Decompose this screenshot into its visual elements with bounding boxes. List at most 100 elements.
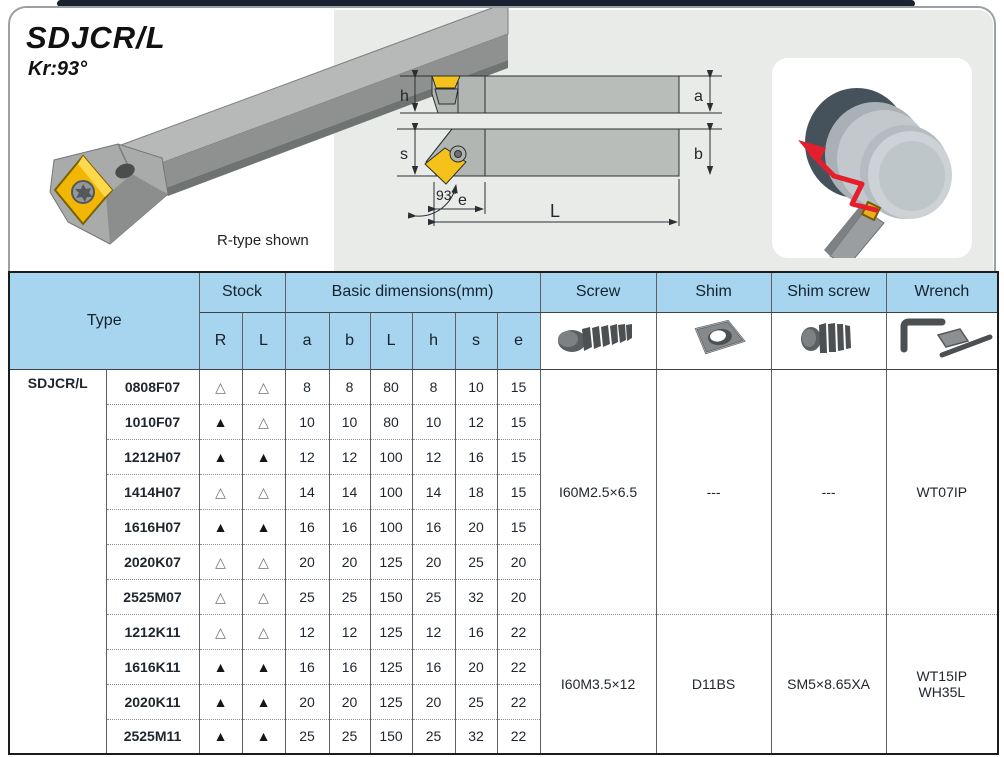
dim-e-cell: 22 — [496, 683, 541, 719]
screw-cell: I60M2.5×6.5 — [539, 369, 657, 614]
dim-L-cell: 100 — [369, 473, 413, 509]
shim-icon — [694, 319, 746, 355]
dim-label-s: s — [400, 146, 408, 163]
dim-s-cell: 25 — [454, 683, 498, 719]
dim-h-cell: 10 — [411, 403, 456, 439]
dim-a-cell: 20 — [284, 683, 330, 719]
dim-h-cell: 16 — [411, 648, 456, 684]
machining-render — [798, 88, 952, 258]
dim-e-cell: 22 — [496, 613, 541, 649]
stock-r-cell: ▲ — [198, 508, 243, 544]
dim-b-cell: 10 — [328, 403, 371, 439]
stock-l-cell: ▲ — [241, 648, 286, 684]
dim-e-cell: 15 — [496, 508, 541, 544]
dim-col-b: b — [328, 311, 371, 370]
dim-a-cell: 25 — [284, 578, 330, 614]
screw-icon — [558, 324, 633, 352]
stock-l-cell: △ — [241, 613, 286, 649]
dim-h-cell: 16 — [411, 508, 456, 544]
shim-cell: --- — [655, 369, 772, 614]
dim-e-cell: 15 — [496, 369, 541, 404]
dim-e-cell: 20 — [496, 578, 541, 614]
dim-L-cell: 125 — [369, 613, 413, 649]
stock-r-cell: △ — [198, 578, 243, 614]
dim-s-cell: 10 — [454, 369, 498, 404]
dim-L-cell: 150 — [369, 718, 413, 754]
dim-b-cell: 12 — [328, 438, 371, 474]
dim-L-cell: 150 — [369, 578, 413, 614]
dim-label-b: b — [694, 146, 703, 163]
dim-a-cell: 10 — [284, 403, 330, 439]
dim-col-L: L — [369, 311, 413, 370]
model-cell: 1414H07 — [105, 473, 200, 509]
screw-cell: I60M3.5×12 — [539, 613, 657, 754]
dim-e-cell: 15 — [496, 438, 541, 474]
stock-col-r: R — [198, 311, 243, 370]
dim-s-cell: 16 — [454, 613, 498, 649]
dim-b-cell: 25 — [328, 718, 371, 754]
shim-cell: D11BS — [655, 613, 772, 754]
dim-h-cell: 14 — [411, 473, 456, 509]
dim-a-cell: 20 — [284, 543, 330, 579]
spec-table: Type Stock Basic dimensions(mm) Screw Sh… — [8, 271, 1000, 755]
angle-label: 93° — [436, 187, 457, 203]
dim-L-cell: 125 — [369, 683, 413, 719]
dim-L-cell: 80 — [369, 403, 413, 439]
photo-caption: R-type shown — [217, 232, 309, 249]
dim-label-h: h — [400, 88, 409, 105]
dim-L-cell: 100 — [369, 438, 413, 474]
stock-l-cell: △ — [241, 403, 286, 439]
dim-b-cell: 16 — [328, 508, 371, 544]
model-cell: 1010F07 — [105, 403, 200, 439]
page-title: SDJCR/L — [26, 20, 166, 55]
dim-label-a: a — [694, 88, 703, 105]
dim-a-cell: 16 — [284, 648, 330, 684]
model-cell: 2525M07 — [105, 578, 200, 614]
stock-r-cell: △ — [198, 613, 243, 649]
model-cell: 1616H07 — [105, 508, 200, 544]
header-panel: SDJCR/L Kr:93° R-type shown — [8, 6, 996, 271]
page-subtitle: Kr:93° — [28, 58, 88, 80]
shim-screw-cell: --- — [770, 369, 887, 614]
stock-r-cell: ▲ — [198, 648, 243, 684]
wrench-line: WH35L — [918, 683, 966, 700]
wrench-header: Wrench — [885, 271, 999, 313]
wrench-icon — [900, 318, 993, 358]
dim-a-cell: 8 — [284, 369, 330, 404]
dim-b-cell: 14 — [328, 473, 371, 509]
dim-s-cell: 20 — [454, 508, 498, 544]
stock-header: Stock — [198, 271, 286, 313]
dim-b-cell: 8 — [328, 369, 371, 404]
model-cell: 1212H07 — [105, 438, 200, 474]
stock-l-cell: ▲ — [241, 508, 286, 544]
stock-r-cell: ▲ — [198, 438, 243, 474]
dim-col-a: a — [284, 311, 330, 370]
dim-h-cell: 12 — [411, 438, 456, 474]
dim-e-cell: 22 — [496, 648, 541, 684]
dim-b-cell: 20 — [328, 683, 371, 719]
model-cell: 2020K07 — [105, 543, 200, 579]
dim-L-cell: 80 — [369, 369, 413, 404]
dim-s-cell: 25 — [454, 543, 498, 579]
dim-L-cell: 125 — [369, 543, 413, 579]
stock-r-cell: △ — [198, 369, 243, 404]
dim-e-cell: 15 — [496, 403, 541, 439]
stock-r-cell: ▲ — [198, 683, 243, 719]
dim-b-cell: 20 — [328, 543, 371, 579]
dim-s-cell: 18 — [454, 473, 498, 509]
dim-a-cell: 25 — [284, 718, 330, 754]
dim-b-cell: 12 — [328, 613, 371, 649]
dim-label-L: L — [550, 201, 560, 221]
stock-l-cell: △ — [241, 473, 286, 509]
stock-l-cell: ▲ — [241, 438, 286, 474]
